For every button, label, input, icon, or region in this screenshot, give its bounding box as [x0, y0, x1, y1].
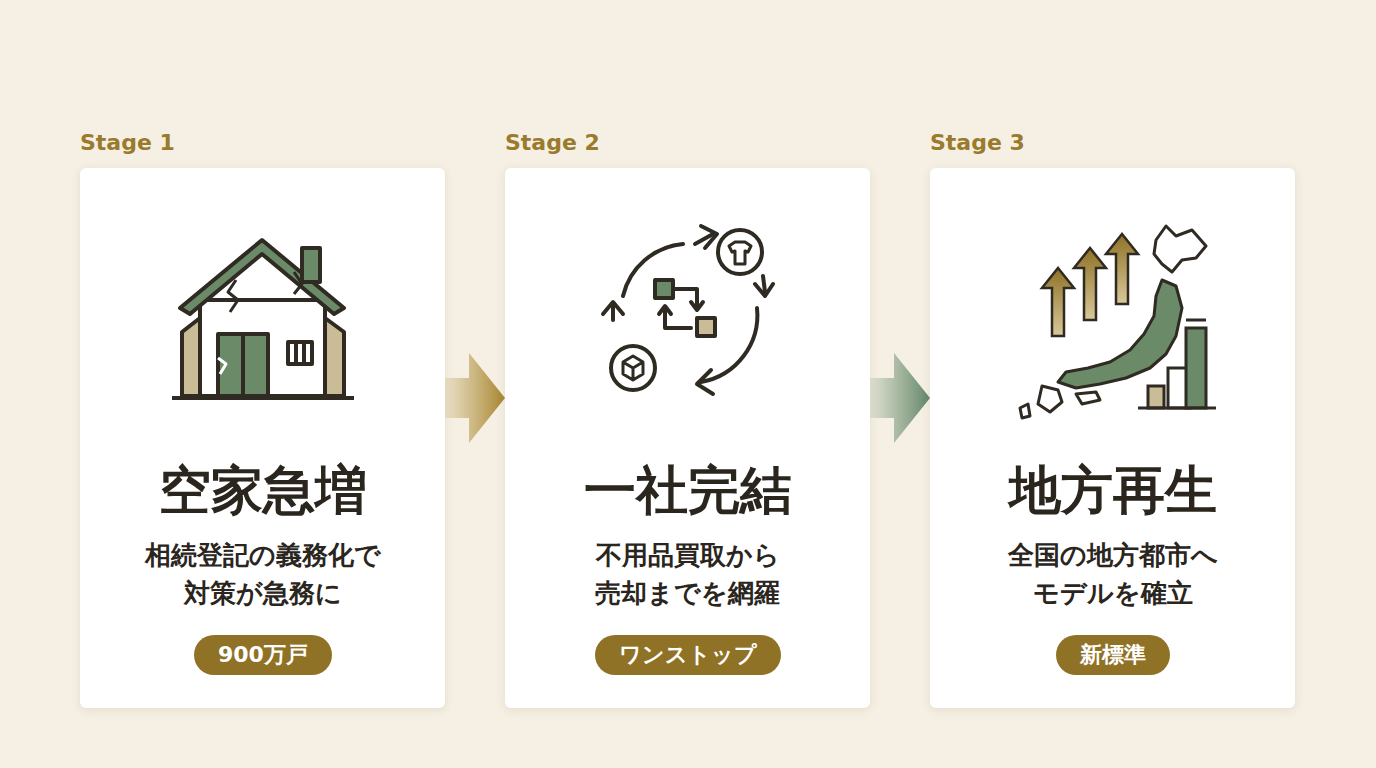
tag-pill: 新標準: [1056, 635, 1170, 675]
cycle-icon: [505, 168, 870, 428]
tag-text: 新標準: [1080, 640, 1146, 670]
stage-card: Stage 2一社完結不用品買取から 売却までを網羅ワンストップ: [505, 168, 870, 708]
stage-description: 全国の地方都市へ モデルを確立: [950, 536, 1275, 612]
stage-label: Stage 3: [930, 130, 1025, 155]
stage-description: 相続登記の義務化で 対策が急務に: [100, 536, 425, 612]
stage-label: Stage 1: [80, 130, 175, 155]
stage-description: 不用品買取から 売却までを網羅: [525, 536, 850, 612]
stage-label: Stage 2: [505, 130, 600, 155]
house-icon: [80, 168, 445, 428]
tag-pill: ワンストップ: [595, 635, 781, 675]
stage-card: Stage 3地方再生全国の地方都市へ モデルを確立新標準: [930, 168, 1295, 708]
flow-arrow: [445, 353, 505, 443]
tag-pill: 900万戸: [194, 635, 332, 675]
tag-text: ワンストップ: [619, 640, 757, 670]
japan-map-icon: [930, 168, 1295, 428]
flow-arrow: [870, 353, 930, 443]
stage-card: Stage 1空家急増相続登記の義務化で 対策が急務に900万戸: [80, 168, 445, 708]
tag-text: 900万戸: [218, 640, 308, 670]
stage-title: 一社完結: [515, 456, 860, 526]
stage-title: 地方再生: [940, 456, 1285, 526]
stage-title: 空家急増: [90, 456, 435, 526]
